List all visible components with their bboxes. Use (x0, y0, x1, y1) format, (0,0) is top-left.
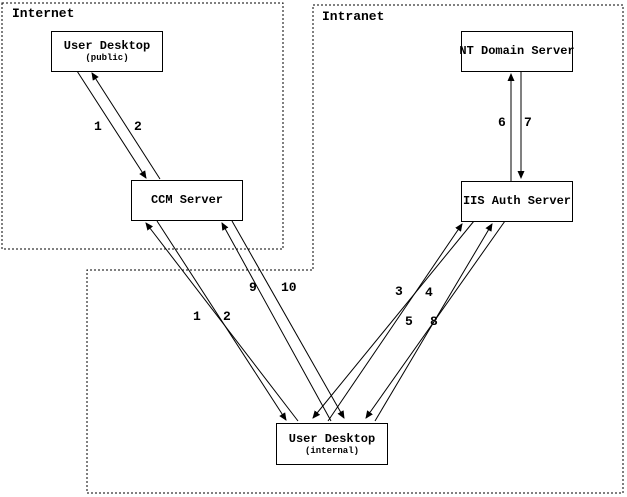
edge-label-2-ccm-public: 2 (134, 119, 142, 134)
internet-region-outline (1, 2, 284, 250)
edge-label-2-internal-ccm: 2 (223, 309, 231, 324)
node-title: CCM Server (150, 193, 223, 207)
node-user-desktop-public: User Desktop (public) (51, 31, 163, 72)
edge-ccm-to-public-2 (91, 72, 161, 180)
edge-internal-to-ccm-2 (145, 222, 299, 422)
edge-label-3: 3 (395, 284, 403, 299)
edge-label-9: 9 (249, 280, 257, 295)
edge-ccm-to-internal-10 (231, 220, 345, 419)
node-ccm-server: CCM Server (131, 180, 243, 221)
node-title: User Desktop (63, 39, 151, 53)
node-subtitle: (public) (85, 53, 129, 63)
edge-label-7: 7 (524, 115, 532, 130)
edge-iis-to-internal-4 (312, 220, 475, 419)
node-title: NT Domain Server (459, 44, 575, 58)
edge-label-6: 6 (498, 115, 506, 130)
region-label-internet: Internet (12, 6, 75, 21)
edge-label-5: 5 (405, 314, 413, 329)
edge-internal-to-ccm-9 (221, 222, 332, 422)
edge-ccm-to-internal-1 (156, 220, 287, 421)
edge-label-10: 10 (281, 280, 297, 295)
edge-label-1-public-ccm: 1 (94, 119, 102, 134)
node-subtitle: (internal) (304, 445, 359, 456)
node-user-desktop-internal: User Desktop (internal) (276, 423, 388, 465)
intranet-region-outline (86, 4, 624, 494)
edge-label-8: 8 (430, 314, 438, 329)
edge-iis-to-internal-8 (365, 220, 506, 419)
node-nt-domain-server: NT Domain Server (459, 31, 575, 72)
node-iis-auth-server: IIS Auth Server (461, 181, 573, 222)
edge-internal-to-iis-3 (327, 223, 463, 422)
node-title: User Desktop (288, 431, 376, 446)
edge-label-1-ccm-internal: 1 (193, 309, 201, 324)
edge-public-to-ccm-1 (76, 70, 147, 179)
edge-label-4: 4 (425, 285, 433, 300)
region-label-intranet: Intranet (322, 9, 385, 24)
node-title: IIS Auth Server (462, 194, 572, 208)
